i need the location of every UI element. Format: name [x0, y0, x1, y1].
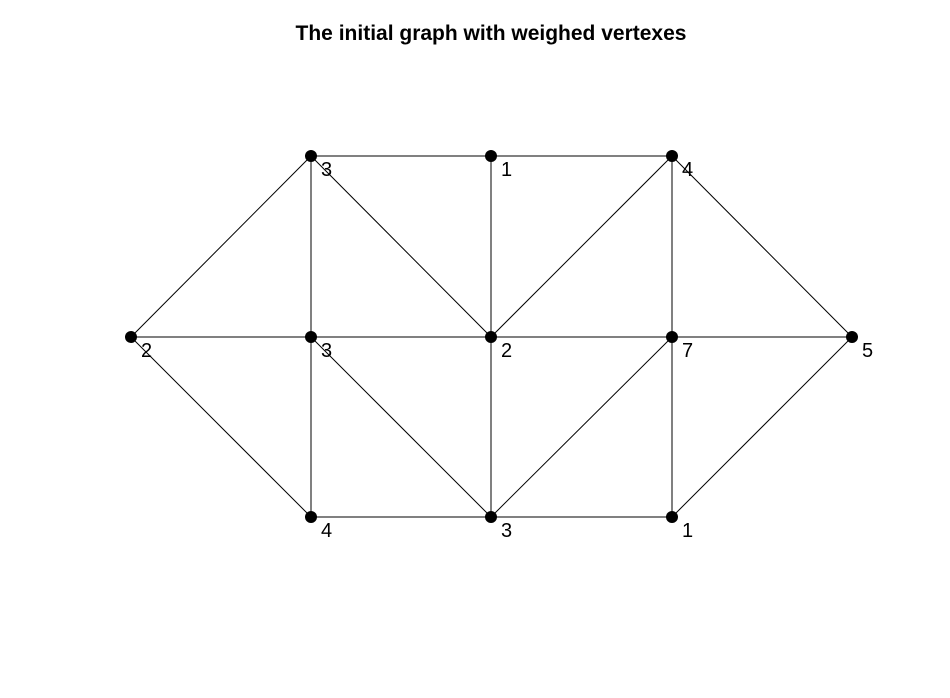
edge-v1-v6 [310, 155, 492, 338]
vertex-weight-label: 5 [862, 340, 873, 362]
vertex-weight-label: 1 [501, 159, 512, 181]
vertex-v11 [666, 511, 678, 523]
vertex-weight-label: 1 [682, 520, 693, 542]
edge-v1-v4 [130, 155, 312, 338]
vertex-v4 [125, 331, 137, 343]
vertex-weight-label: 7 [682, 340, 693, 362]
edge-v4-v9 [130, 336, 312, 518]
vertex-v3 [666, 150, 678, 162]
vertex-v1 [305, 150, 317, 162]
vertex-weight-label: 3 [501, 520, 512, 542]
vertex-v5 [305, 331, 317, 343]
diagram-title: The initial graph with weighed vertexes [295, 22, 687, 45]
vertex-weight-label: 3 [321, 159, 332, 181]
vertex-v8 [846, 331, 858, 343]
vertex-v2 [485, 150, 497, 162]
edge-v3-v6 [490, 155, 673, 338]
vertex-v6 [485, 331, 497, 343]
vertex-v9 [305, 511, 317, 523]
labels-layer: 3 1 4 2 3 2 7 5 4 3 1 [141, 159, 873, 542]
vertex-weight-label: 4 [321, 520, 332, 542]
vertex-weight-label: 4 [682, 159, 693, 181]
edge-v7-v10 [490, 336, 673, 518]
vertex-weight-label: 3 [321, 340, 332, 362]
vertex-v10 [485, 511, 497, 523]
edge-v5-v10 [310, 336, 492, 518]
vertex-v7 [666, 331, 678, 343]
edge-v8-v11 [671, 336, 853, 518]
edge-v3-v8 [671, 155, 853, 338]
edges-layer [130, 155, 853, 518]
vertex-weight-label: 2 [141, 340, 152, 362]
nodes-layer [125, 150, 858, 523]
vertex-weight-label: 2 [501, 340, 512, 362]
